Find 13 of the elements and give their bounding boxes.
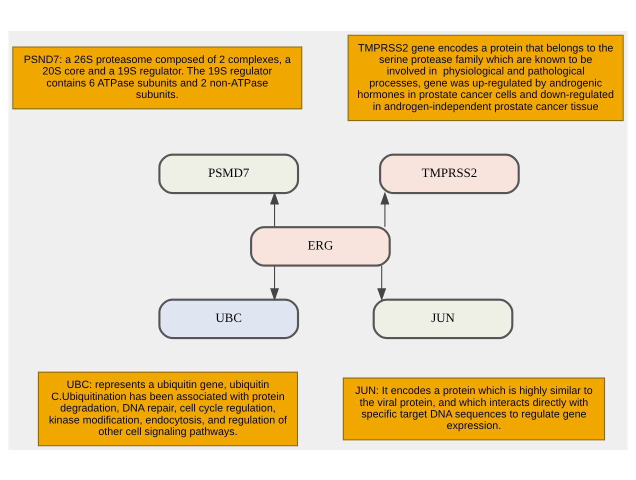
arrow	[270, 265, 280, 300]
node-box: PSMD7	[158, 153, 300, 194]
node-box: TMPRSS2	[379, 153, 520, 194]
node-box: UBC	[158, 298, 300, 339]
node-box: JUN	[372, 298, 514, 339]
arrow	[377, 265, 386, 300]
node-box: PSND7: a 26S proteasome composed of 2 complexes, a 20S core and a 19S regulator. The 19S regulator contains 6 ATPase subunits and 2 non-ATPase subunits.	[12, 46, 302, 109]
node-box: JUN: It encodes a protein which is highly similar to the viral protein, and which interacts directly with specific target DNA sequences to regulate gene expression.	[342, 377, 606, 440]
arrow	[270, 191, 280, 226]
node-box: TMPRSS2 gene encodes a protein that belongs to the serine protease family which are known to be involved in physiological and pathological processes, gene was up-regulated by androgenic hormones in prostate cancer cells and down-regulated in androgen-independent prostate cancer tissue	[348, 34, 624, 121]
node-box: UBC: represents a ubiquitin gene, ubiquitin C.Ubiquitination has been associated with protein degradation, DNA repair, cell cycle regulation, kinase modification, endocytosis, and regulation of other cell signaling pathways.	[38, 371, 298, 446]
arrow	[380, 191, 390, 226]
node-box: ERG	[250, 226, 391, 266]
